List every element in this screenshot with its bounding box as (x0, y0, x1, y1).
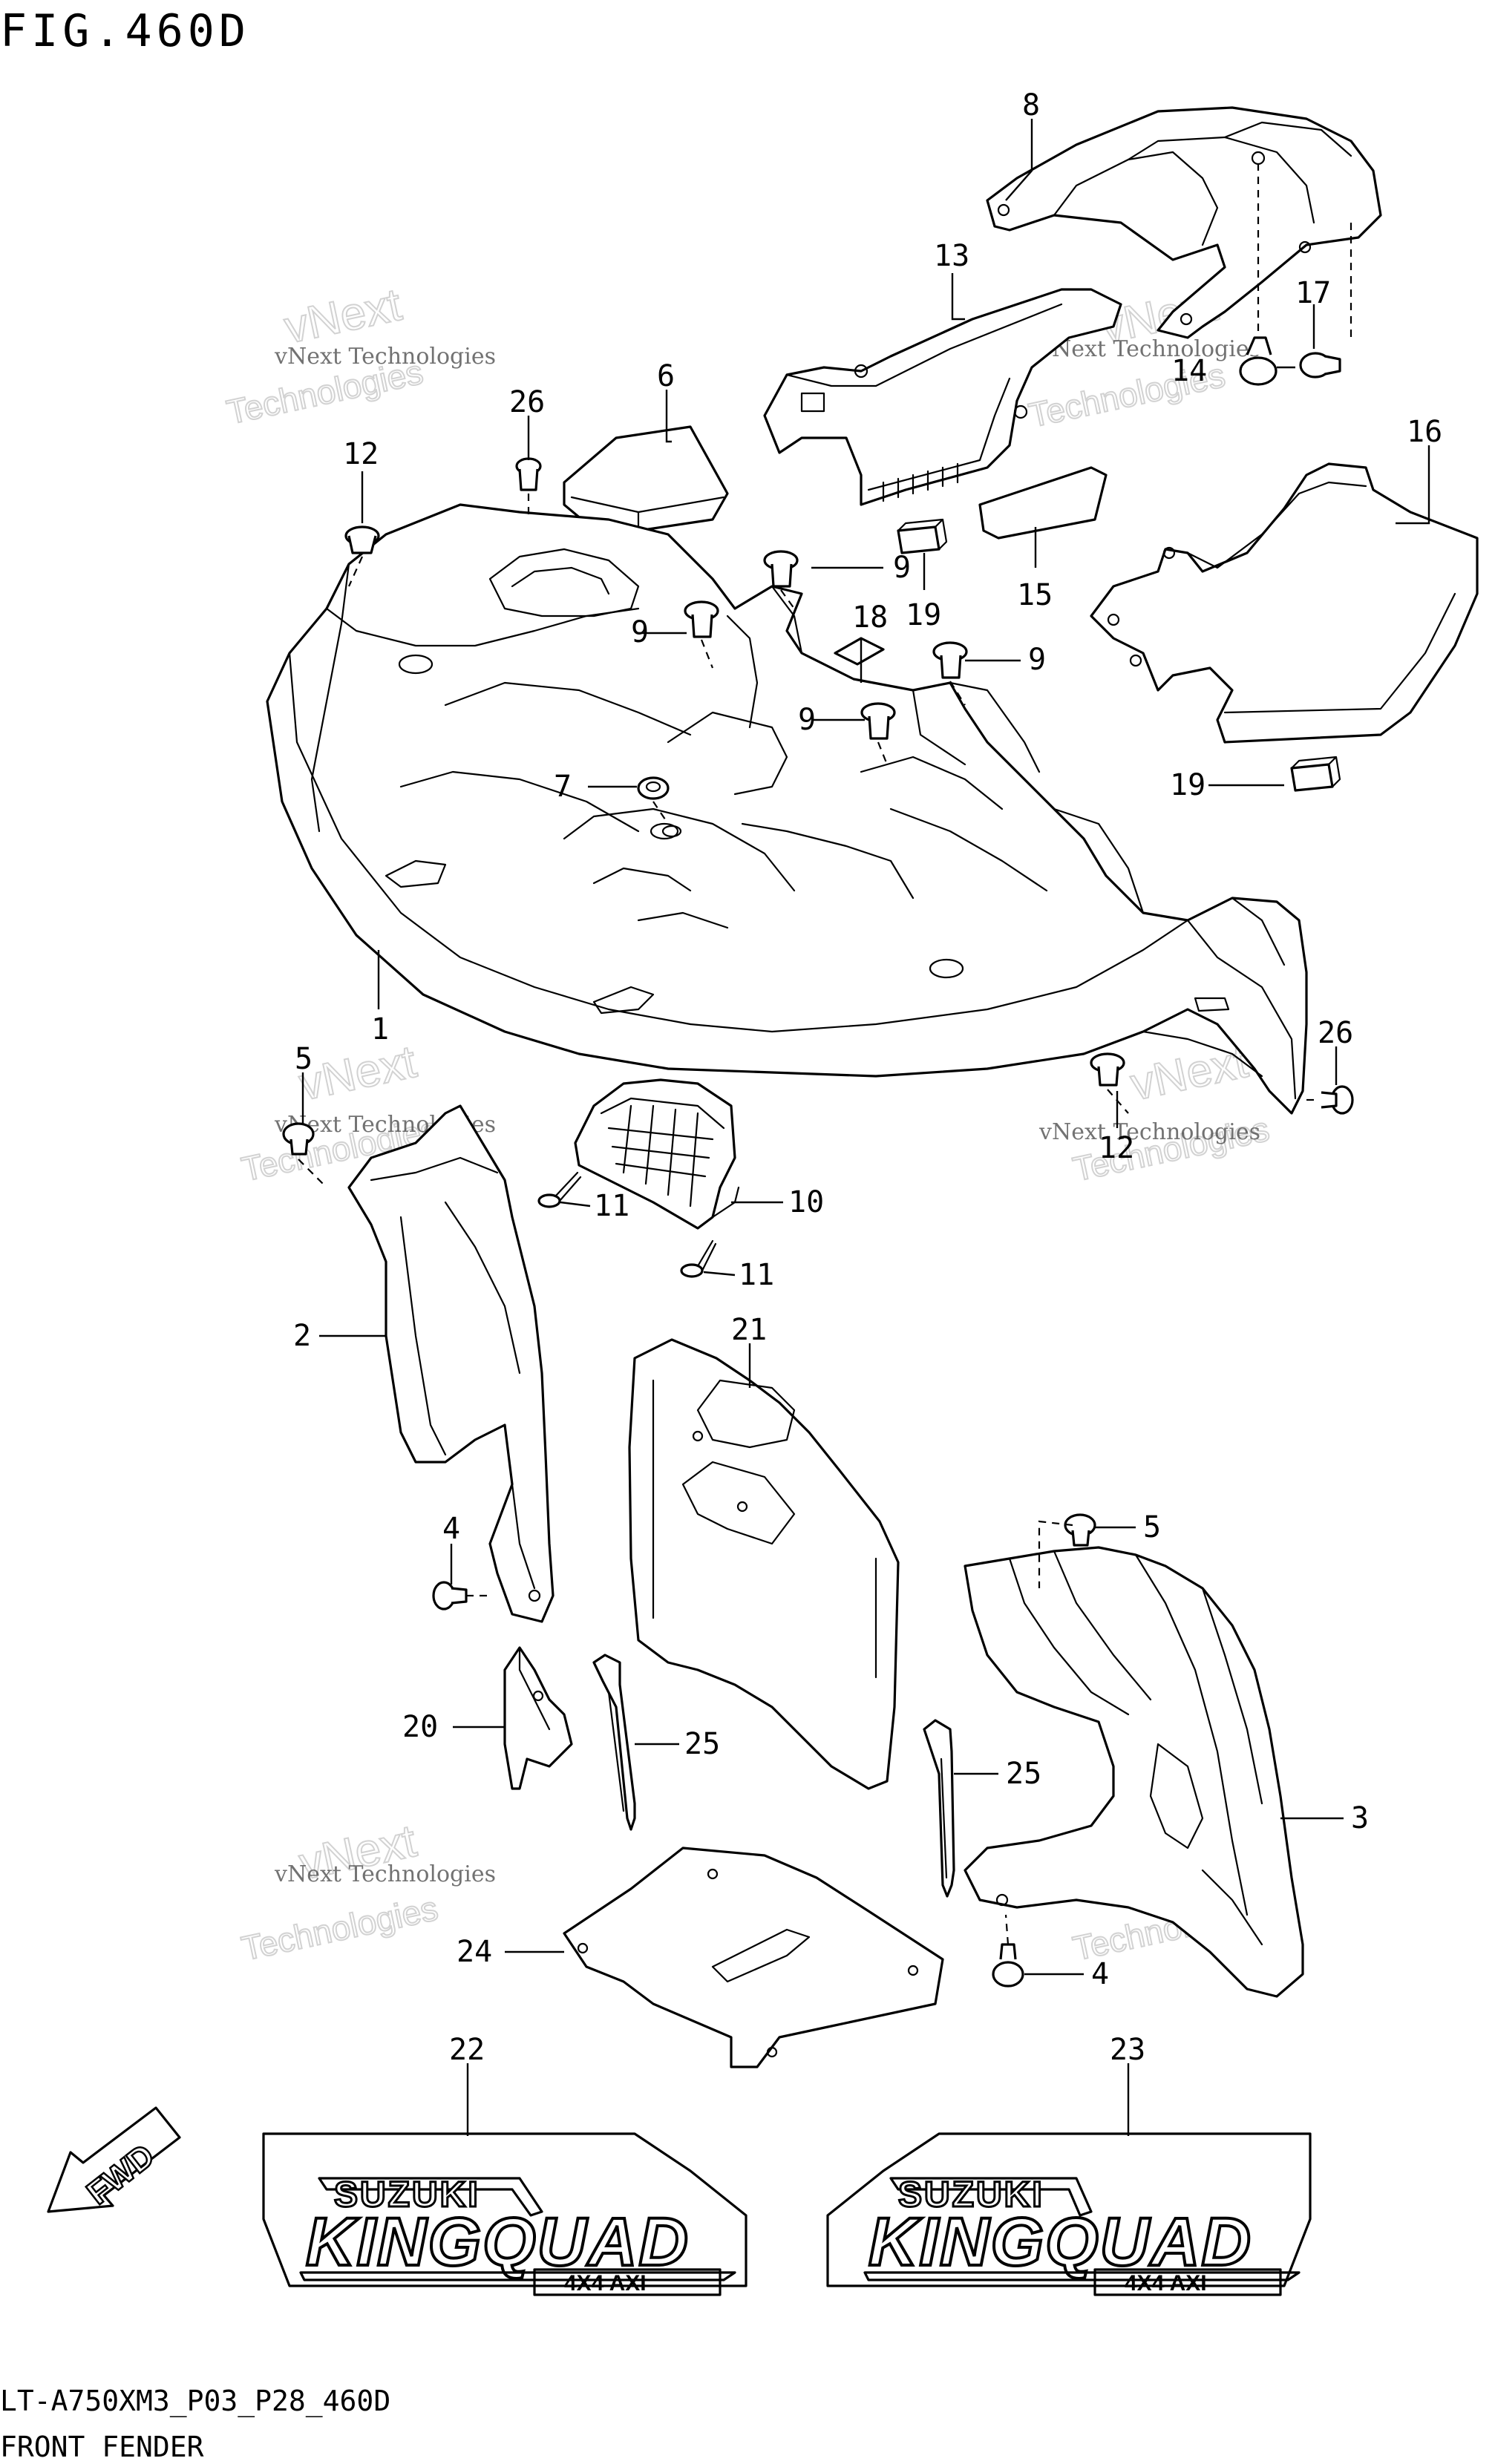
decal-brand-text: SUZUKI (334, 2175, 480, 2215)
screw-part-11[interactable] (537, 1171, 582, 1208)
grommet-part-7[interactable] (637, 776, 682, 838)
watermark-text: vNext (295, 1036, 420, 1110)
callout-20[interactable]: 20 (402, 1710, 438, 1744)
callout-7[interactable]: 7 (554, 770, 572, 804)
part-25-cable-tie[interactable] (923, 1719, 955, 1898)
decal-sub-text: 4X4 AXI (1125, 2271, 1207, 2296)
callout-23[interactable]: 23 (1110, 2033, 1145, 2067)
callout-4[interactable]: 4 (442, 1512, 460, 1546)
watermark-text: vNext (1126, 1036, 1252, 1110)
part-19-cushion[interactable] (897, 518, 948, 554)
screw-part-11[interactable] (680, 1239, 717, 1278)
rivet-part-9[interactable] (763, 550, 799, 588)
callout-6[interactable]: 6 (657, 359, 675, 393)
part-18-seal[interactable] (834, 637, 885, 666)
part-8-cover[interactable] (986, 106, 1382, 339)
rivet-part-4[interactable] (992, 1943, 1024, 1988)
rivet-part-5[interactable] (282, 1122, 315, 1156)
callout-9[interactable]: 9 (631, 615, 649, 649)
callout-12[interactable]: 12 (343, 437, 379, 471)
part-6-lid[interactable] (563, 425, 729, 532)
watermark-text: vNext (280, 279, 405, 353)
rivet-part-4[interactable] (432, 1581, 468, 1611)
part-20-bracket[interactable] (503, 1646, 573, 1790)
watermark-text: vNext Technologies (1038, 336, 1260, 362)
decal-sub-text: 4X4 AXI (564, 2271, 647, 2296)
part-21-inner-panel[interactable] (628, 1338, 900, 1790)
callout-26[interactable]: 26 (509, 385, 545, 419)
leader-lines (301, 119, 1430, 2136)
rivet-part-9[interactable] (932, 641, 968, 679)
callout-17[interactable]: 17 (1295, 276, 1331, 310)
part-19-cushion[interactable] (1290, 756, 1341, 792)
callout-26[interactable]: 26 (1318, 1016, 1353, 1050)
part-10-vent-grille[interactable] (574, 1078, 740, 1230)
callout-18[interactable]: 18 (852, 600, 888, 635)
callout-19[interactable]: 19 (1170, 768, 1206, 802)
callout-21[interactable]: 21 (731, 1313, 767, 1347)
callout-9[interactable]: 9 (893, 551, 911, 585)
rivet-part-9[interactable] (684, 600, 719, 638)
rivet-part-9[interactable] (860, 702, 896, 740)
callout-9[interactable]: 9 (1028, 643, 1046, 677)
callout-14[interactable]: 14 (1171, 354, 1207, 388)
decal-model-text: KINGQUAD (306, 2204, 690, 2280)
rivet-part-12[interactable] (344, 525, 380, 554)
rivet-part-26[interactable] (1321, 1085, 1354, 1115)
callout-5[interactable]: 5 (295, 1042, 313, 1076)
part-22-decal-left[interactable]: SUZUKI KINGQUAD 4X4 AXI (262, 2132, 748, 2296)
part-15-pad[interactable] (978, 466, 1108, 540)
callout-16[interactable]: 16 (1407, 415, 1442, 449)
watermark-text: vNext Technologies (274, 1861, 496, 1887)
part-3-right-panel[interactable] (964, 1546, 1304, 1998)
callout-5[interactable]: 5 (1143, 1510, 1161, 1544)
rivet-part-14[interactable] (1239, 151, 1278, 386)
callout-9[interactable]: 9 (798, 703, 816, 737)
decal-brand-text: SUZUKI (898, 2175, 1044, 2215)
diagram-caption: FRONT FENDER (0, 2431, 204, 2463)
figure-title: FIG.460D (0, 5, 250, 57)
callout-3[interactable]: 3 (1351, 1801, 1369, 1835)
part-13-bracket[interactable] (763, 288, 1122, 506)
callout-24[interactable]: 24 (457, 1935, 492, 1969)
callout-15[interactable]: 15 (1017, 578, 1053, 612)
part-2-left-panel[interactable] (347, 1104, 555, 1623)
watermark-text: vNext Technologies (274, 344, 496, 370)
decal-model-text: KINGQUAD (868, 2204, 1252, 2280)
part-1-front-fender[interactable] (266, 503, 1308, 1115)
part-25-cable-tie[interactable] (592, 1654, 636, 1831)
part-24-plate[interactable] (563, 1847, 944, 2068)
callout-11[interactable]: 11 (739, 1258, 774, 1292)
rivet-part-5[interactable] (1064, 1513, 1096, 1547)
callout-2[interactable]: 2 (293, 1319, 311, 1353)
watermark-text: Technologies (238, 1889, 441, 1968)
callout-22[interactable]: 22 (449, 2033, 485, 2067)
watermark-text: vNext Technologies (1038, 1119, 1260, 1145)
callout-12[interactable]: 12 (1099, 1131, 1134, 1165)
callout-labels: 8 13 6 26 12 9 18 19 15 9 9 9 7 16 17 14… (293, 88, 1442, 2067)
rivet-part-26[interactable] (515, 457, 542, 491)
diagram-code: LT-A750XM3_P03_P28_460D (0, 2385, 390, 2418)
callout-10[interactable]: 10 (788, 1185, 824, 1219)
callout-25[interactable]: 25 (1006, 1757, 1041, 1791)
part-16-cover[interactable] (1090, 462, 1479, 744)
forward-arrow: FWD (47, 2106, 181, 2213)
callout-19[interactable]: 19 (906, 598, 941, 632)
callout-25[interactable]: 25 (684, 1727, 720, 1761)
rivet-part-12[interactable] (1090, 1052, 1125, 1087)
callout-8[interactable]: 8 (1022, 88, 1040, 122)
callout-1[interactable]: 1 (371, 1012, 389, 1046)
callout-4[interactable]: 4 (1091, 1957, 1109, 1991)
callout-13[interactable]: 13 (934, 239, 969, 273)
rivet-part-17[interactable] (1299, 352, 1341, 379)
part-23-decal-right[interactable]: SUZUKI KINGQUAD 4X4 AXI (826, 2132, 1312, 2296)
callout-11[interactable]: 11 (594, 1189, 629, 1223)
